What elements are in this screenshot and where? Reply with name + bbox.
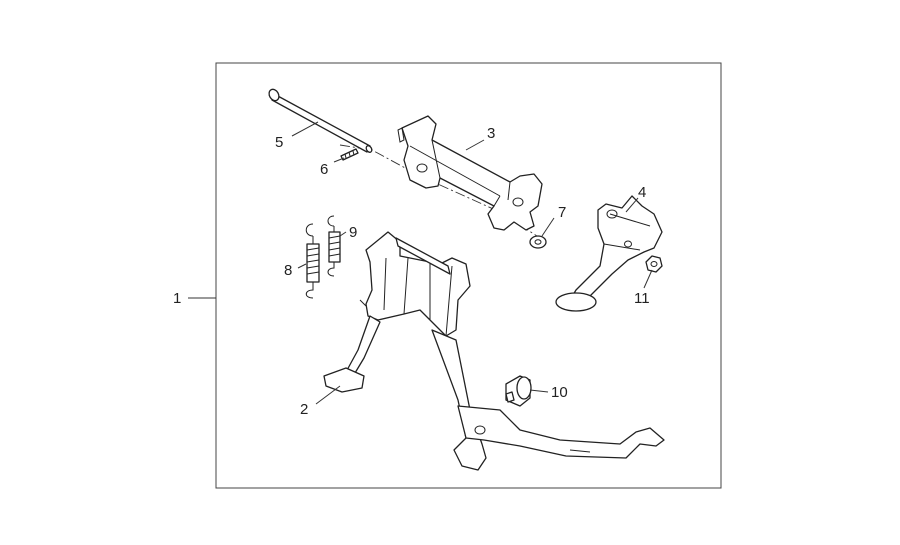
callout-8: 8 xyxy=(284,262,292,279)
leader-line-3 xyxy=(465,139,485,151)
spring-long xyxy=(305,223,320,299)
callout-1: 1 xyxy=(173,290,181,307)
leader-line-5 xyxy=(291,121,319,137)
callout-6: 6 xyxy=(320,161,328,178)
callout-9: 9 xyxy=(349,224,357,241)
assembly-frame xyxy=(215,62,722,489)
callout-10: 10 xyxy=(551,384,568,401)
leader-line-8 xyxy=(297,263,307,269)
callout-7: 7 xyxy=(558,204,566,221)
nut xyxy=(645,255,663,273)
leader-line-4 xyxy=(625,197,639,213)
callout-4: 4 xyxy=(638,184,646,201)
callout-2: 2 xyxy=(300,401,308,418)
side-stand xyxy=(555,195,663,312)
pivot-shaft xyxy=(268,88,373,153)
callout-5: 5 xyxy=(275,134,283,151)
leader-line-10 xyxy=(529,389,549,393)
callout-11: 11 xyxy=(634,290,650,307)
leader-line-11 xyxy=(643,269,653,289)
leader-line-9 xyxy=(339,231,347,237)
center-stand xyxy=(323,231,665,471)
leader-line-2 xyxy=(315,385,341,405)
mounting-bracket xyxy=(397,115,543,231)
leader-line-7 xyxy=(541,217,555,237)
leader-line-6 xyxy=(333,157,345,163)
rubber-buffer xyxy=(505,375,532,407)
spring-short xyxy=(327,215,341,277)
callout-3: 3 xyxy=(487,125,495,142)
washer xyxy=(529,235,547,249)
